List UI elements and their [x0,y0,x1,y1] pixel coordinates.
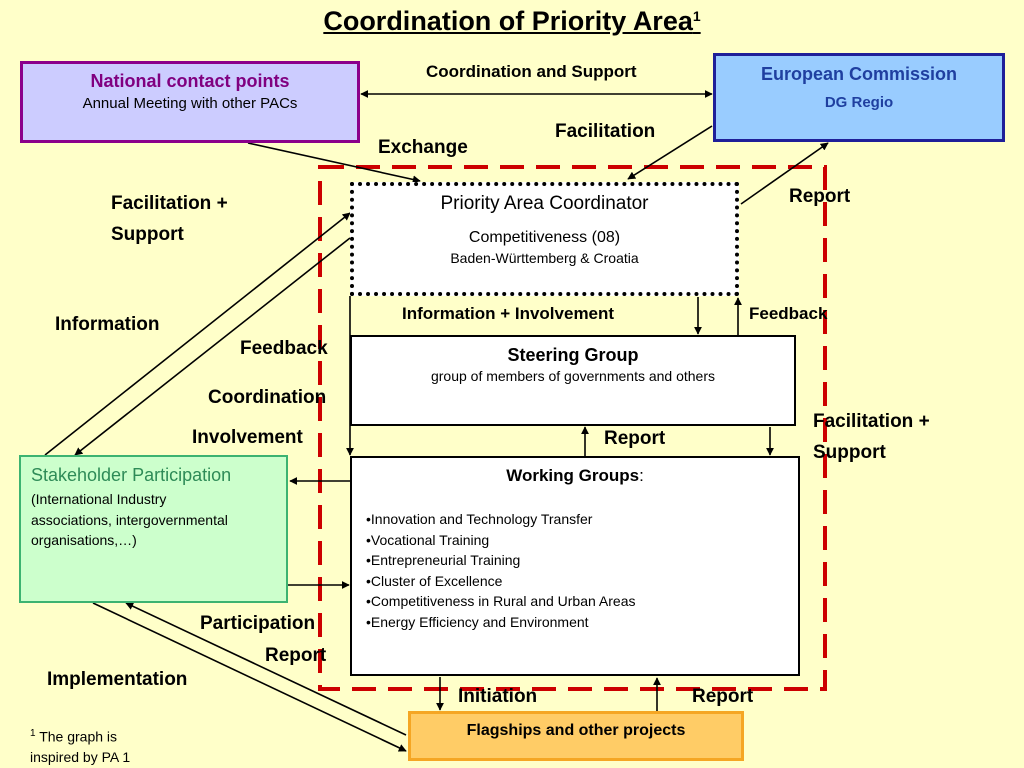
title-text: Coordination of Priority Area [323,6,693,36]
sp-subtext: (International Industry associations, in… [31,489,286,551]
label-involvement: Involvement [192,427,303,448]
list-item: •Entrepreneurial Training [366,552,521,568]
label-coordination-support: Coordination and Support [426,62,637,81]
arrow-pac-sp-feedback [74,237,351,456]
label-information: Information [55,314,160,335]
arrow-ec-pac-facilitation [627,125,713,180]
label-coordination: Coordination [208,387,327,408]
list-item: •Innovation and Technology Transfer [366,511,593,527]
arrow-sp-pac-information [44,212,351,456]
page-title: Coordination of Priority Area1 [0,6,1024,37]
footnote-mark: 1 [30,728,36,739]
label-facilitation-support-right: Facilitation + Support [813,406,930,468]
label-report-bottom: Report [692,686,754,707]
arrow-flagship-sp [125,602,407,736]
sp-heading: Stakeholder Participation [31,465,232,485]
priority-area-coordinator-box: Priority Area Coordinator Competitivenes… [350,182,739,296]
stakeholder-participation-box: Stakeholder Participation (International… [19,455,288,603]
label-information-involvement: Information + Involvement [402,304,615,323]
arrow-ncp-pac [247,142,421,184]
label-feedback-right: Feedback [749,304,828,323]
working-groups-box: Working Groups: •Innovation and Technolo… [350,456,800,676]
national-contact-points-box: National contact points Annual Meeting w… [20,61,360,143]
wg-heading-colon: : [639,466,644,485]
steering-group-box: Steering Group group of members of gover… [350,335,796,426]
ncp-heading: National contact points [90,71,290,91]
label-participation: Participation [200,613,316,634]
wg-heading: Working Groups [506,466,640,485]
red-dashed-boundary [318,165,827,691]
footnote-text: The graph is [35,728,118,745]
list-item: •Competitiveness in Rural and Urban Area… [366,593,636,609]
footnote-line1: 1 The graph is [30,724,130,747]
ncp-subtext: Annual Meeting with other PACs [82,95,298,112]
label-line: Support [111,224,184,245]
arrow-sp-flagship [92,602,407,752]
label-exchange: Exchange [378,137,468,158]
label-line: Facilitation + [813,411,930,432]
sg-heading: Steering Group [507,345,639,365]
title-footnote-mark: 1 [692,8,701,24]
ec-subtext: DG Regio [824,94,894,111]
sg-subtext: group of members of governments and othe… [430,368,716,384]
label-feedback-left: Feedback [240,338,328,359]
list-item: •Vocational Training [366,531,490,548]
pac-heading: Priority Area Coordinator [440,193,649,214]
flagships-heading: Flagships and other projects [466,722,686,739]
sp-subtext-line: organisations,…) [31,532,137,548]
sp-subtext-line: (International Industry [31,491,167,507]
footnote-line2: inspired by PA 1 [30,748,131,765]
label-implementation: Implementation [47,669,188,690]
flagships-box: Flagships and other projects [408,711,744,761]
list-item: •Cluster of Excellence [366,572,503,589]
label-initiation: Initiation [458,686,538,707]
label-line: Facilitation + [111,193,228,214]
pac-line2: Baden-Württemberg & Croatia [450,250,639,266]
arrow-pac-ec-report [740,142,829,205]
label-report-left: Report [265,645,327,666]
label-line: Support [813,442,886,463]
label-facilitation: Facilitation [555,121,656,142]
label-report-mid: Report [604,428,666,449]
wg-list: •Innovation and Technology Transfer •Voc… [352,509,798,632]
sp-subtext-line: associations, intergovernmental [31,511,228,528]
wg-heading-line: Working Groups: [352,466,798,486]
label-facilitation-support-left: Facilitation + Support [111,188,228,250]
pac-line1: Competitiveness (08) [468,229,621,246]
footnote: 1 The graph is inspired by PA 1 [30,724,130,767]
european-commission-box: European Commission DG Regio [713,53,1005,142]
ec-heading: European Commission [760,64,958,84]
label-report-top: Report [789,186,851,207]
list-item: •Energy Efficiency and Environment [366,613,589,630]
